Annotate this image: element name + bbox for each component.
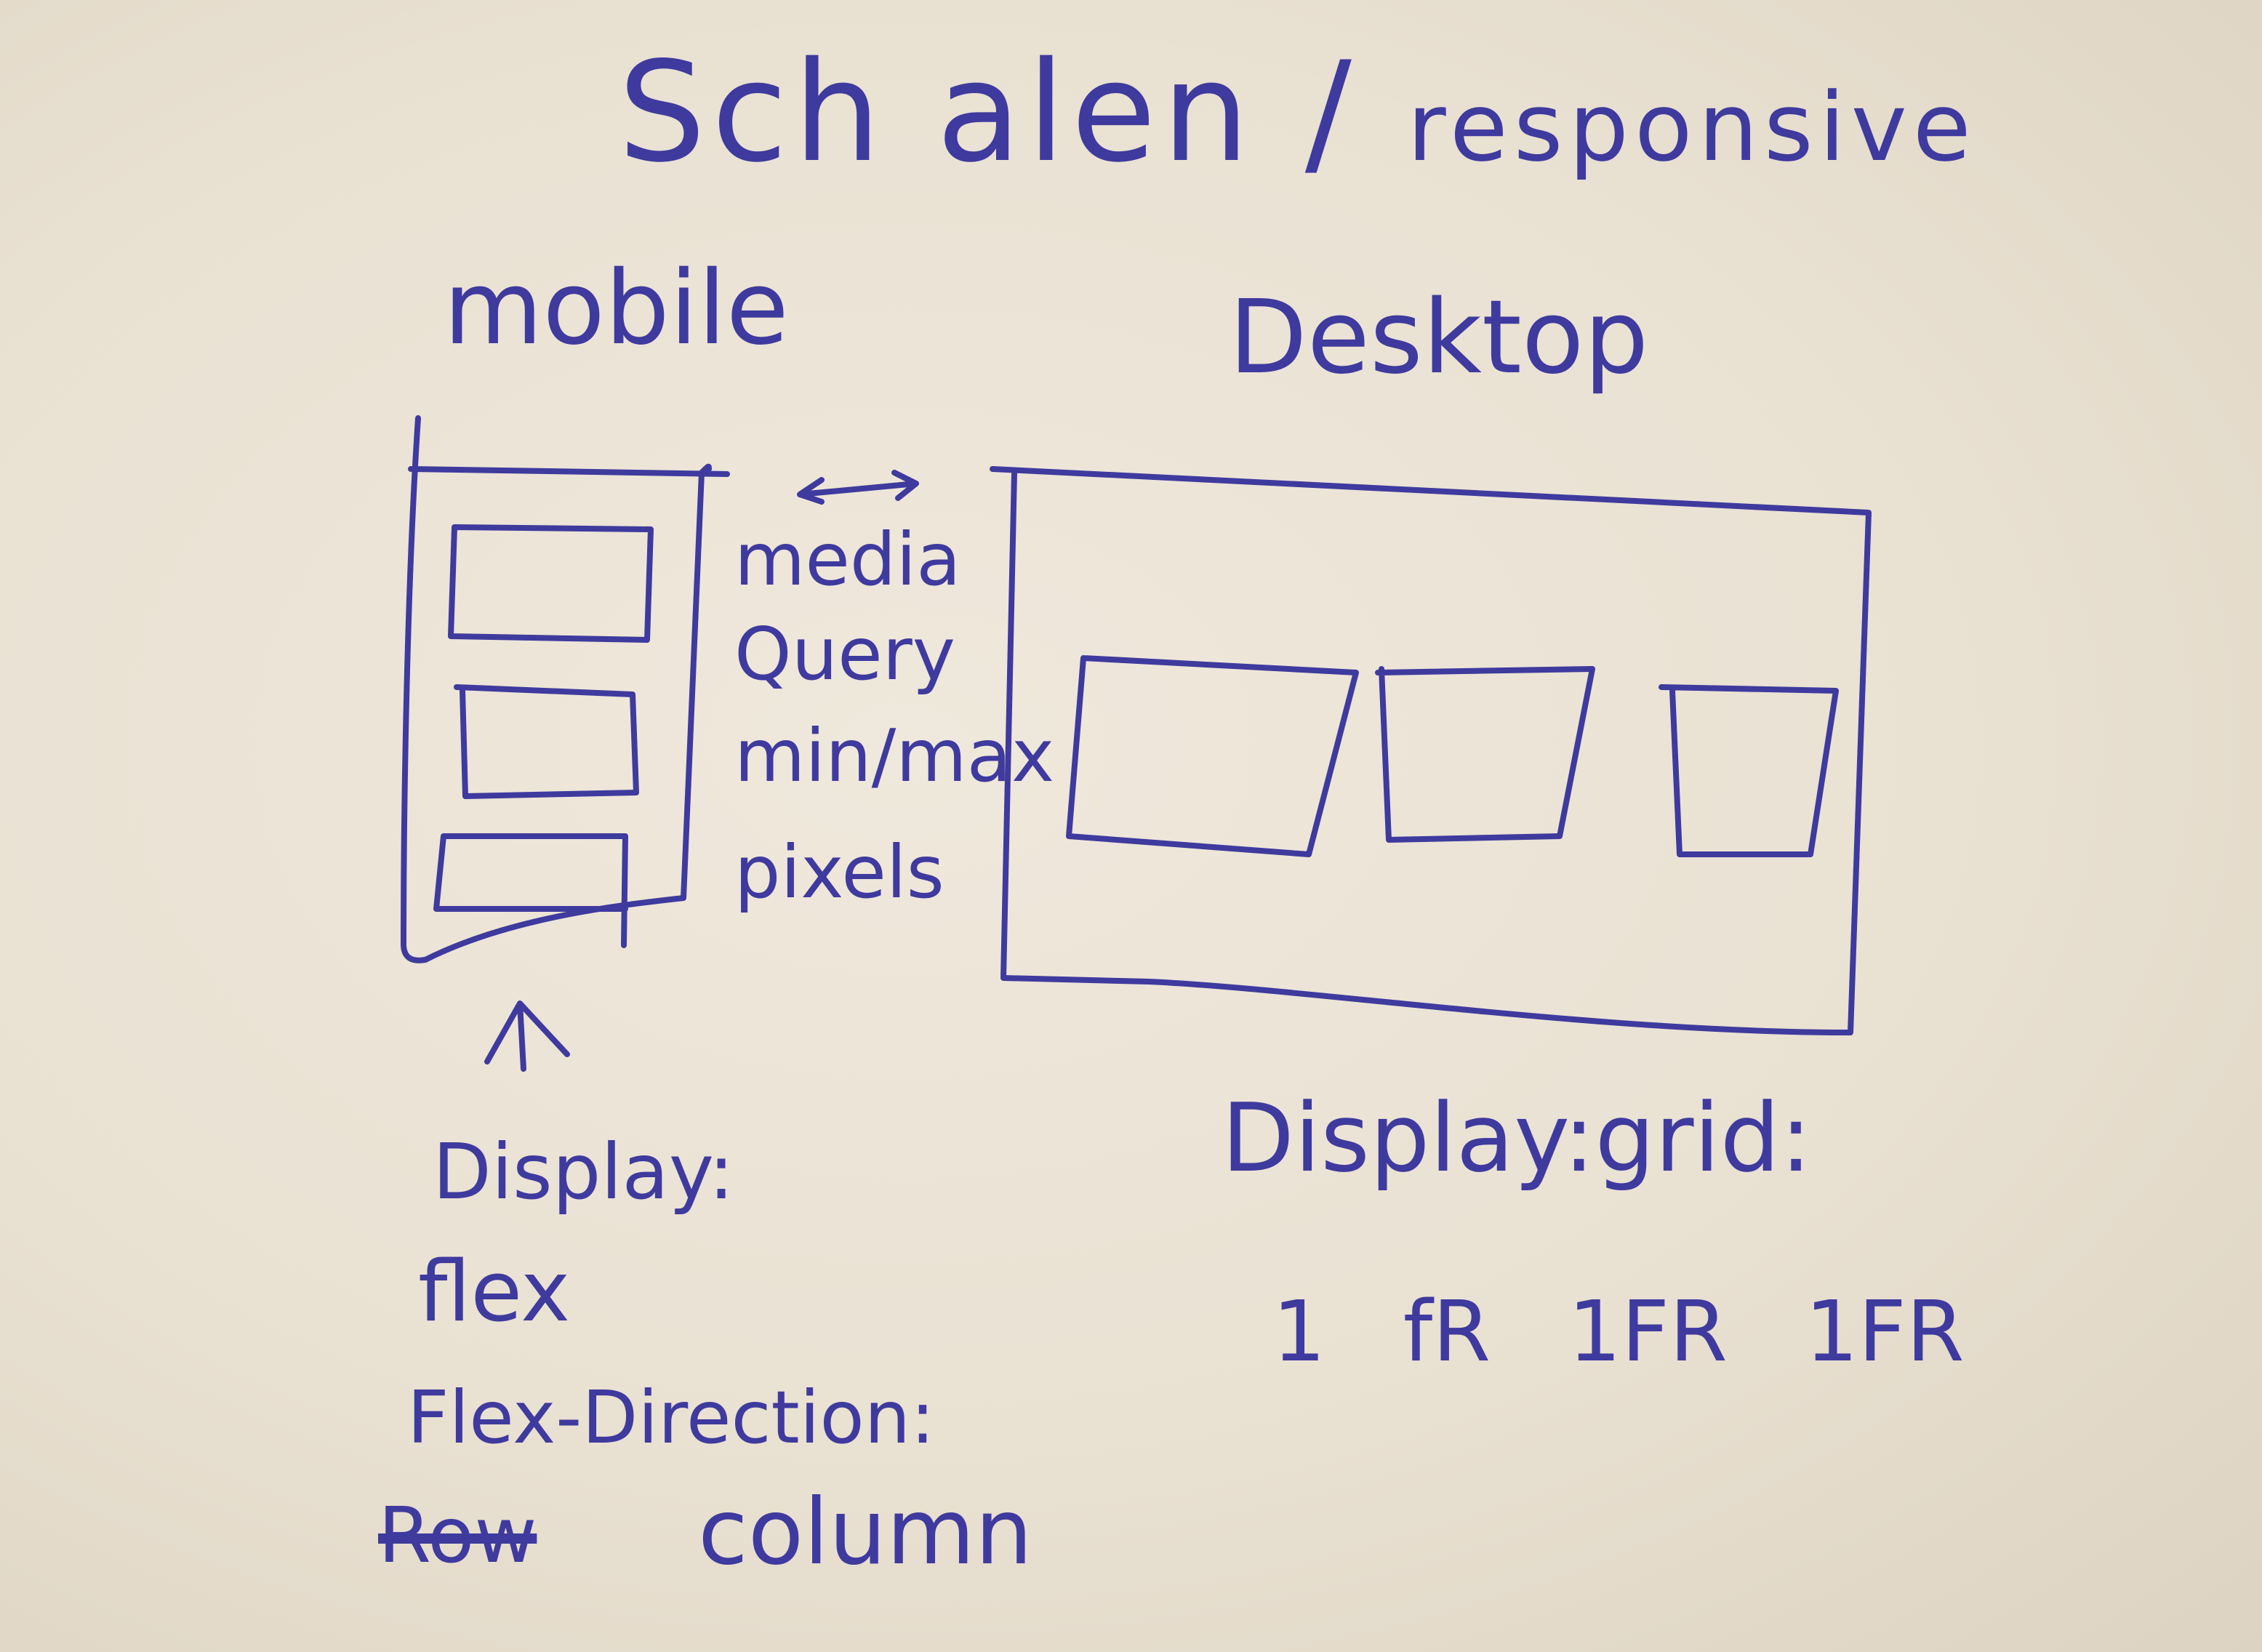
mobile-note-display: Display:: [433, 1128, 734, 1216]
mobile-frame: [401, 415, 712, 963]
desktop-note-display-grid: Display:grid:: [1222, 1083, 1812, 1193]
media-query-line-1: media: [734, 517, 961, 602]
desktop-label: Desktop: [1229, 278, 1649, 397]
desktop-box-2: [1375, 666, 1595, 843]
mobile-box-3: [433, 833, 628, 948]
arrow-bidirectional: [797, 470, 919, 505]
media-query-line-4: pixels: [734, 830, 944, 915]
desktop-frame: [990, 466, 1872, 1035]
mobile-note-struck-row: Row: [378, 1491, 537, 1580]
page-title: Sch alen / responsive: [618, 44, 1977, 182]
media-query-line-3: min/max: [734, 713, 1055, 798]
title-main: Sch alen /: [618, 32, 1357, 193]
arrow-up: [484, 1001, 570, 1072]
mobile-note-flex-direction: Flex-Direction:: [407, 1375, 935, 1460]
mobile-note-flex: flex: [418, 1243, 571, 1341]
desktop-note-fr-columns: 1 fR 1FR 1FR: [1272, 1283, 1965, 1381]
mobile-box-2: [454, 684, 639, 799]
mobile-frame-top: [408, 466, 730, 477]
title-sub: responsive: [1407, 72, 1977, 183]
mobile-label: mobile: [444, 249, 789, 368]
desktop-box-3: [1659, 684, 1839, 857]
mobile-note-column: column: [698, 1480, 1033, 1585]
media-query-line-2: Query: [734, 612, 955, 697]
desktop-box-1: [1066, 655, 1359, 857]
mobile-box-1: [448, 524, 654, 643]
